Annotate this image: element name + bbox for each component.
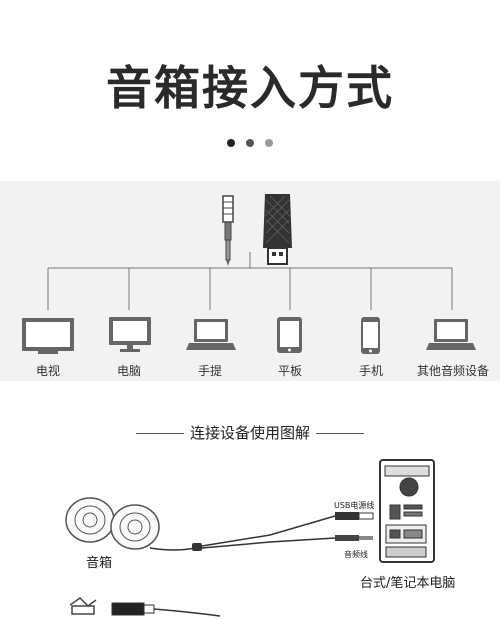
connection-section-title: 连接设备使用图解 — [0, 422, 500, 443]
device-label-tv: 电视 — [35, 364, 60, 378]
usb-plug-icon — [111, 602, 221, 617]
title-divider-right — [316, 433, 364, 434]
device-label-laptop: 手提 — [197, 364, 222, 378]
desktop-tower-icon — [379, 459, 435, 563]
pagination-dot-2[interactable] — [246, 139, 254, 147]
computer-label: 台式/笔记本电脑 — [360, 576, 456, 591]
speaker-icon — [65, 497, 160, 550]
device-label-other: 其他音频设备 — [416, 364, 489, 378]
page-title: 音箱接入方式 — [106, 61, 394, 115]
connection-title-text: 连接设备使用图解 — [189, 424, 310, 442]
device-label-tablet: 平板 — [277, 364, 302, 378]
device-panel — [0, 181, 500, 381]
pagination-dot-3[interactable] — [265, 139, 274, 147]
title-divider-left — [135, 433, 184, 434]
device-label-phone: 手机 — [358, 364, 383, 378]
pagination-dot-1[interactable] — [226, 139, 235, 147]
usb-cable-label: USB电源线 — [334, 501, 375, 510]
audio-cable-label: 音频线 — [344, 550, 368, 559]
speaker-label: 音箱 — [86, 556, 113, 571]
pagination-dots — [0, 132, 500, 151]
audio-jack-icon — [69, 597, 97, 615]
device-label-monitor: 电脑 — [116, 364, 141, 378]
